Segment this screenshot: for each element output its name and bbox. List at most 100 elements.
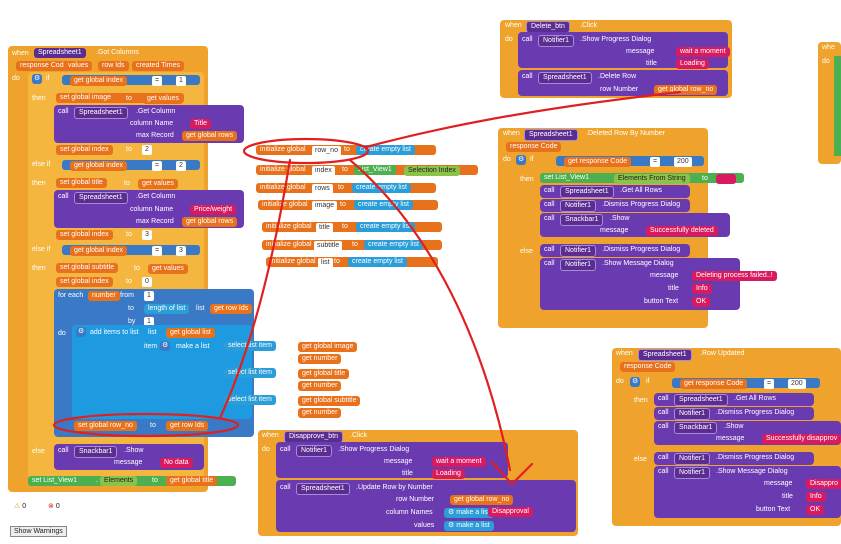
get-values-2[interactable]: get values [138,179,178,189]
set-index-3[interactable]: set global index [56,277,113,287]
row-no-name[interactable]: row_no [312,146,341,156]
spreadsheet-component-ru2[interactable]: Spreadsheet1 [674,394,728,406]
disapprove-btn-component[interactable]: Disapprove_btn [284,431,344,443]
create-empty-list-3[interactable]: create empty list [352,183,411,193]
notifier-component-ru2[interactable]: Notifier1 [674,453,711,465]
subtitle-name[interactable]: subtitle [314,241,343,251]
warning-indicator[interactable]: ⚠ 0 [14,502,26,510]
eq-operator-ru[interactable]: = [764,379,775,389]
gear-icon-3[interactable]: ⚙ [160,341,171,351]
set-image-block[interactable]: set global image [56,93,184,103]
notifier-component-d[interactable]: Notifier1 [538,35,575,47]
get-values-1[interactable]: get values [143,94,183,104]
get-index-3[interactable]: get global index [70,246,128,256]
param-row-ids[interactable]: row Ids [98,61,129,71]
get-response-code-ru[interactable]: get response Code [680,379,748,389]
number-3b[interactable]: 3 [176,246,186,256]
notifier-component-ru[interactable]: Notifier1 [674,408,711,420]
get-title-2[interactable]: get global title [166,476,218,486]
param-response-code-ru[interactable]: response Code [620,362,676,372]
get-row-ids-2[interactable]: get row Ids [166,421,209,431]
snackbar-component-ru[interactable]: Snackbar1 [674,422,718,434]
set-index-1[interactable]: set global index [56,145,113,155]
init-global-rows[interactable]: initialize global [256,183,436,193]
notifier-component-da[interactable]: Notifier1 [296,445,333,457]
create-empty-list-4[interactable]: create empty list [354,200,413,210]
get-image[interactable]: get global image [298,342,358,352]
create-empty-list-6[interactable]: create empty list [364,240,423,250]
gear-icon-ru[interactable]: ⚙ [630,377,641,387]
gear-icon-dr[interactable]: ⚙ [516,155,527,165]
number-0[interactable]: 0 [142,277,152,287]
rows-name[interactable]: rows [312,184,333,194]
init-global-image[interactable]: initialize global [258,200,438,210]
got-columns-component[interactable]: Spreadsheet1 [34,48,86,58]
get-list-1[interactable]: get global list [166,328,215,338]
spreadsheet-component-1[interactable]: Spreadsheet1 [74,107,128,119]
set-title-block[interactable]: set global title [56,178,107,188]
notifier-component-ru3[interactable]: Notifier1 [674,467,711,479]
successfully-deleted-text[interactable]: Successfully deleted [646,226,718,236]
get-response-code-dr[interactable]: get response Code [564,157,632,167]
gear-icon-2[interactable]: ⚙ [76,327,87,337]
init-global-subtitle[interactable]: initialize global [262,240,442,250]
loop-var-number[interactable]: number [88,291,120,301]
ok-text-dr[interactable]: OK [692,297,711,307]
get-index-1[interactable]: get global index [70,76,128,86]
listview-component[interactable]: List_View1 [354,165,396,175]
spreadsheet-component-dr2[interactable]: Spreadsheet1 [560,186,614,198]
create-empty-list-5[interactable]: create empty list [356,222,415,232]
successfully-disapproved-text[interactable]: Successfully disapprov [762,434,841,444]
get-values-3[interactable]: get values [148,264,188,274]
get-row-ids[interactable]: get row Ids [210,304,253,314]
eq-operator-3[interactable]: = [152,246,163,256]
get-row-no-da[interactable]: get global row_no [450,495,514,505]
compare-block-3[interactable] [62,245,200,255]
error-indicator[interactable]: ⊗ 0 [48,502,60,510]
spreadsheet-component-dr[interactable]: Spreadsheet1 [524,129,578,141]
get-number-2[interactable]: get number [298,381,342,391]
image-name[interactable]: image [312,201,338,211]
number-1[interactable]: 1 [176,76,186,86]
get-title[interactable]: get global title [298,369,350,379]
empty-text-dr[interactable] [716,174,736,184]
select-item-2[interactable]: select list item [224,368,276,378]
wait-message-text-d[interactable]: wait a moment [676,47,730,57]
select-item-1[interactable]: select list item [224,341,276,351]
notifier-component-dr2[interactable]: Notifier1 [560,245,597,257]
init-global-row-no[interactable]: initialize global [256,145,436,155]
disappro-text[interactable]: Disappro [806,479,841,489]
init-global-title[interactable]: initialize global [262,222,442,232]
get-number-1[interactable]: get number [298,354,342,364]
selection-index[interactable]: Selection Index [404,166,460,176]
list-name[interactable]: list [318,258,333,268]
add-items-block[interactable] [72,325,252,419]
snackbar-component-1[interactable]: Snackbar1 [74,446,118,458]
by-value[interactable]: 1 [144,317,154,327]
eq-operator[interactable]: = [152,76,163,86]
set-subtitle-block[interactable]: set global subtitle [56,263,119,273]
spreadsheet-component-ru[interactable]: Spreadsheet1 [638,349,692,361]
ok-text-ru[interactable]: OK [806,505,825,515]
info-text-ru[interactable]: Info [806,492,826,502]
compare-block-1[interactable] [62,75,200,85]
elements-property[interactable]: Elements [100,476,138,486]
get-rows-1[interactable]: get global rows [182,131,238,141]
set-row-no-block[interactable]: set global row_no [74,421,137,431]
elements-from-string[interactable]: Elements From String [614,174,690,184]
get-subtitle[interactable]: get global subtitle [298,396,361,406]
number-3[interactable]: 3 [142,230,152,240]
column-title-text[interactable]: Title [190,119,211,129]
info-text-dr[interactable]: Info [692,284,712,294]
title-name[interactable]: title [316,223,333,233]
param-response-code[interactable]: response Code [16,61,72,71]
eq-operator-2[interactable]: = [152,161,163,171]
length-of-list-block[interactable]: length of list [144,304,190,314]
number-2[interactable]: 2 [142,145,152,155]
code-200-ru[interactable]: 200 [788,379,806,389]
deleting-failed-text[interactable]: Deleting process failed..! [692,271,777,281]
from-value[interactable]: 1 [144,291,154,301]
no-data-text[interactable]: No data [160,458,193,468]
gear-icon[interactable]: ⚙ [32,74,43,84]
create-empty-list-1[interactable]: create empty list [356,145,415,155]
